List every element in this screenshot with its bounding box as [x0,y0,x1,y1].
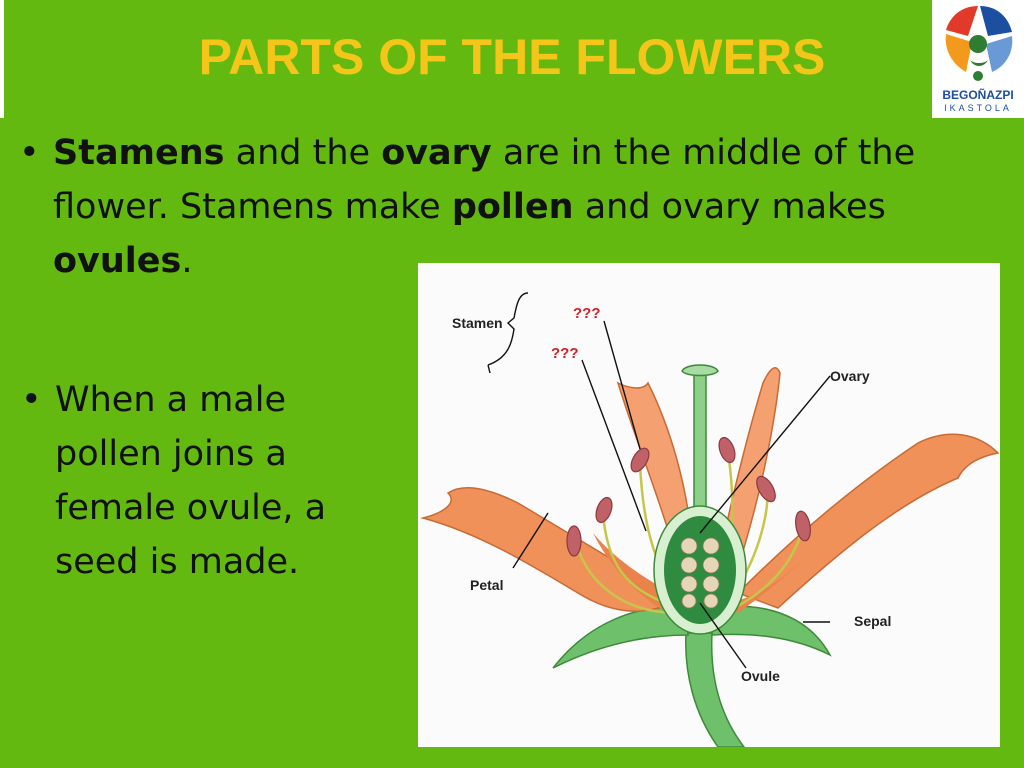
left-white-strip [0,0,4,118]
term-pollen: pollen [451,187,574,227]
label-question-1: ??? [573,305,601,322]
bullet-seed: • When a male pollen joins a female ovul… [21,373,375,589]
logo-name: BEGOÑAZPI [942,88,1014,102]
stem [685,632,745,747]
label-stamen: Stamen [452,315,503,331]
term-ovary: ovary [381,133,492,173]
ovules [680,537,720,609]
bullet-stamens-ovary: • Stamens and the ovary are in the middl… [19,126,953,288]
label-ovary: Ovary [830,368,870,384]
label-lines [487,292,831,669]
flower-diagram: Stamen ??? ??? Ovary Petal Sepal Ovule [418,263,1000,747]
bullet1-text-2: are in the middle of the flower. Stamens… [53,133,916,227]
bullet-point: • [21,380,42,420]
bullet2-text: When a male pollen joins a female ovule,… [55,380,327,582]
slide-title: PARTS OF THE FLOWERS [198,29,826,85]
anthers [566,436,811,557]
label-sepal: Sepal [854,613,891,629]
school-logo: BEGOÑAZPI IKASTOLA [932,0,1024,118]
logo-emblem [945,6,1013,81]
term-stamens: Stamens [53,133,225,173]
logo-subtitle: IKASTOLA [944,103,1012,113]
label-question-2: ??? [551,345,579,362]
bullet-point: • [19,133,40,173]
label-petal: Petal [470,577,503,593]
bullet1-text-1: and the [224,133,382,173]
term-ovules: ovules [53,241,182,281]
bullet1-text-3: and ovary makes [573,187,886,227]
bullet1-text-4: . [181,241,193,281]
label-ovule: Ovule [741,668,780,684]
